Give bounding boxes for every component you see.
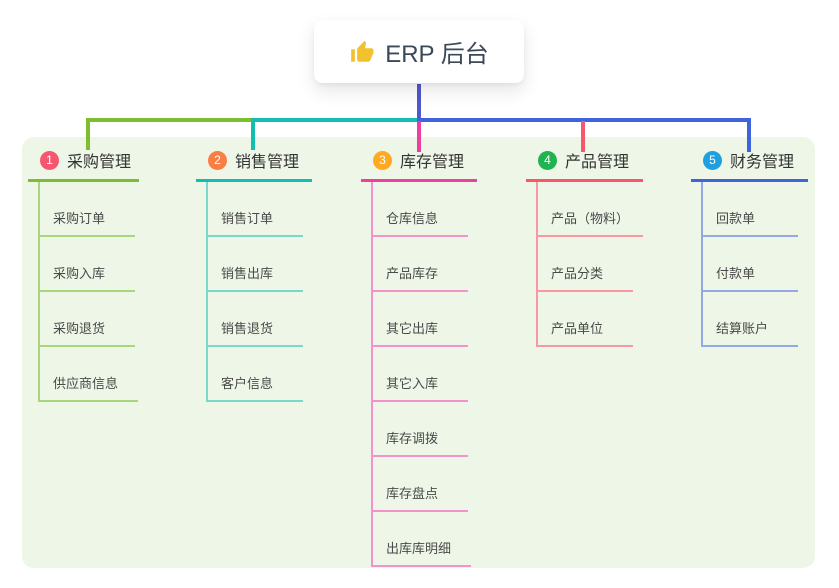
child-node[interactable]: 产品库存: [371, 263, 468, 292]
child-node-row: 回款单: [701, 182, 808, 237]
child-node-row: 销售订单: [206, 182, 312, 237]
branch-index-badge: 1: [40, 150, 59, 170]
branch-header[interactable]: 2 销售管理: [196, 148, 312, 182]
branch-rail-line: [536, 182, 538, 347]
child-node-row: 产品库存: [371, 237, 477, 292]
branch-children: 产品（物料） 产品分类产品单位: [536, 182, 643, 347]
branch-drop-1: [86, 118, 90, 150]
child-node-row: 产品分类: [536, 237, 643, 292]
branch-rail-line: [206, 182, 208, 402]
branch-drop-5: [747, 118, 751, 152]
branch-title: 库存管理: [400, 154, 465, 171]
child-node[interactable]: 采购订单: [38, 208, 135, 237]
branch-rail-line: [371, 182, 373, 567]
branch-header[interactable]: 5 财务管理: [691, 148, 808, 182]
branch-2: 2 销售管理销售订单销售出库销售退货客户信息: [196, 148, 312, 402]
branch-drop-4: [581, 121, 585, 152]
child-node[interactable]: 出库库明细: [371, 538, 472, 567]
child-node[interactable]: 产品分类: [536, 263, 633, 292]
branch-rail-line: [38, 182, 40, 402]
branch-1: 1 采购管理采购订单采购入库采购退货供应商信息: [28, 148, 139, 402]
branch-4: 4 产品管理产品（物料） 产品分类产品单位: [526, 148, 643, 347]
branch-header[interactable]: 3 库存管理: [361, 148, 477, 182]
branch-3: 3 库存管理仓库信息产品库存其它出库其它入库库存调拨库存盘点出库库明细: [361, 148, 477, 567]
root-drop-line: [417, 84, 421, 122]
child-node-row: 采购订单: [38, 182, 139, 237]
branch-index-badge: 5: [703, 150, 722, 170]
branch-title: 财务管理: [730, 154, 795, 171]
branch-drop-2: [251, 118, 255, 150]
child-node-row: 客户信息: [206, 347, 312, 402]
branch-children: 销售订单销售出库销售退货客户信息: [206, 182, 312, 402]
root-node-erp[interactable]: ERP 后台: [314, 20, 524, 83]
branch-header[interactable]: 4 产品管理: [526, 148, 643, 182]
child-node-row: 库存盘点: [371, 457, 477, 512]
child-node[interactable]: 产品（物料）: [536, 208, 643, 237]
child-node[interactable]: 产品单位: [536, 318, 633, 347]
child-node[interactable]: 回款单: [701, 208, 798, 237]
branch-title: 产品管理: [565, 154, 630, 171]
child-node[interactable]: 结算账户: [701, 318, 798, 347]
root-title: ERP 后台: [385, 41, 489, 68]
child-node[interactable]: 供应商信息: [38, 373, 139, 402]
connector-mid-teal: [251, 118, 421, 122]
child-node-row: 结算账户: [701, 292, 808, 347]
branch-children: 仓库信息产品库存其它出库其它入库库存调拨库存盘点出库库明细: [371, 182, 477, 567]
child-node-row: 其它出库: [371, 292, 477, 347]
branch-drop-3: [417, 121, 421, 152]
branch-index-badge: 2: [208, 150, 227, 170]
child-node-row: 采购入库: [38, 237, 139, 292]
child-node-row: 销售退货: [206, 292, 312, 347]
branch-title: 采购管理: [67, 154, 132, 171]
child-node[interactable]: 采购入库: [38, 263, 135, 292]
child-node[interactable]: 销售出库: [206, 263, 303, 292]
branch-title: 销售管理: [235, 154, 300, 171]
branch-rail-line: [701, 182, 703, 347]
branch-children: 回款单付款单结算账户: [701, 182, 808, 347]
branch-children: 采购订单采购入库采购退货供应商信息: [38, 182, 139, 402]
connector-left-green: [86, 118, 255, 122]
child-node-row: 销售出库: [206, 237, 312, 292]
connector-right-blue: [417, 118, 751, 122]
child-node[interactable]: 仓库信息: [371, 208, 468, 237]
child-node-row: 出库库明细: [371, 512, 477, 567]
child-node-row: 产品单位: [536, 292, 643, 347]
thumbs-up-icon: [351, 40, 374, 62]
child-node-row: 供应商信息: [38, 347, 139, 402]
child-node[interactable]: 客户信息: [206, 373, 303, 402]
child-node[interactable]: 付款单: [701, 263, 798, 292]
branch-index-badge: 3: [373, 150, 392, 170]
child-node-row: 付款单: [701, 237, 808, 292]
child-node-row: 仓库信息: [371, 182, 477, 237]
child-node[interactable]: 采购退货: [38, 318, 135, 347]
child-node-row: 其它入库: [371, 347, 477, 402]
mindmap-background-panel: [22, 137, 815, 568]
branch-header[interactable]: 1 采购管理: [28, 148, 139, 182]
child-node-row: 采购退货: [38, 292, 139, 347]
child-node[interactable]: 库存调拨: [371, 428, 468, 457]
child-node[interactable]: 库存盘点: [371, 483, 468, 512]
child-node-row: 库存调拨: [371, 402, 477, 457]
child-node[interactable]: 其它出库: [371, 318, 468, 347]
child-node[interactable]: 其它入库: [371, 373, 468, 402]
child-node-row: 产品（物料）: [536, 182, 643, 237]
child-node[interactable]: 销售订单: [206, 208, 303, 237]
child-node[interactable]: 销售退货: [206, 318, 303, 347]
branch-index-badge: 4: [538, 150, 557, 170]
branch-5: 5 财务管理回款单付款单结算账户: [691, 148, 808, 347]
